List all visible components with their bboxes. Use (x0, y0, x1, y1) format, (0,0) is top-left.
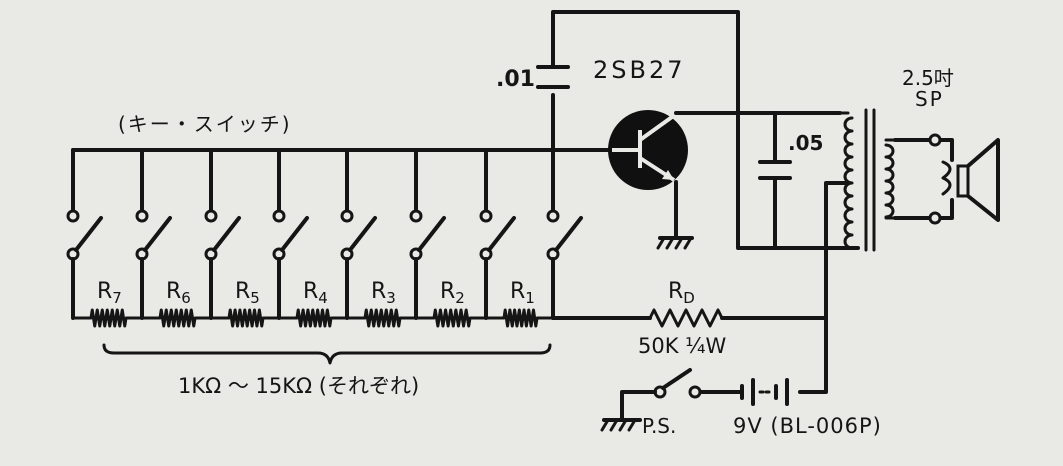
power-switch-label: P.S. (642, 414, 676, 438)
resistor-r4: R4 (277, 279, 349, 328)
feedback-wire (551, 10, 740, 152)
key-switch-2 (135, 148, 172, 320)
range-brace (102, 343, 552, 365)
transistor-2sb27 (608, 110, 688, 190)
resistor-r3: R3 (345, 279, 418, 328)
ground-symbol-power (600, 418, 642, 432)
key-switch-row (66, 148, 583, 320)
resistor-chain: R7 R6 R5 R4 R3 R2 R1 (71, 279, 555, 328)
battery-symbol (740, 378, 789, 406)
resistor-label: R1 (510, 279, 535, 307)
rd-label: RD (668, 279, 695, 307)
key-switch-7 (479, 148, 516, 320)
battery-label: 9V (BL-006P) (733, 414, 882, 438)
key-switch-8 (546, 148, 583, 320)
cap-01-label: .01 (496, 67, 535, 92)
speaker-size-label: 2.5吋 (902, 66, 954, 90)
transistor-label: 2SB27 (593, 56, 686, 84)
resistor-r6: R6 (140, 279, 213, 328)
battery-wire-right (798, 314, 828, 394)
terminal-bottom (928, 211, 942, 225)
key-switch-1 (66, 209, 103, 320)
resistor-range-label: 1KΩ ～ 15KΩ (それぞれ) (178, 374, 419, 398)
speaker-label: SP (915, 87, 944, 111)
resistor-label: R2 (440, 279, 465, 307)
key-switch-3 (204, 148, 241, 320)
rd-value-label: 50K ¼W (638, 334, 727, 358)
key-switch-5 (340, 148, 377, 320)
resistor-label: R4 (303, 279, 328, 307)
resistor-r2: R2 (414, 279, 488, 328)
terminal-top (928, 133, 942, 147)
resistor-label: R7 (97, 279, 122, 307)
primary-tap-wire (824, 181, 850, 318)
primary-coil (838, 111, 860, 250)
resistor-r7: R7 (71, 279, 144, 328)
speaker-icon (956, 138, 1000, 222)
capacitor-05 (758, 111, 792, 250)
ground-symbol-emitter (656, 236, 694, 250)
speaker-wire-bottom (893, 198, 954, 220)
resistor-r1: R1 (484, 279, 555, 328)
secondary-coil (884, 138, 897, 220)
key-switch-4 (272, 148, 309, 320)
key-switch-6 (409, 148, 446, 320)
resistor-r5: R5 (209, 279, 281, 328)
capacitor-01 (536, 65, 570, 89)
primary-return-wire (736, 111, 860, 250)
ground-wire (620, 390, 657, 422)
resistor-label: R5 (235, 279, 260, 307)
resistor-label: R3 (371, 279, 396, 307)
power-switch (653, 368, 702, 399)
speaker-coil (941, 160, 952, 196)
speaker-wire-top (893, 138, 954, 162)
output-transformer (838, 108, 897, 252)
resistor-label: R6 (166, 279, 191, 307)
cap-05-label: .05 (788, 131, 823, 155)
key-switch-label: (キー・スイッチ) (118, 112, 292, 136)
resistor-rd (648, 308, 724, 328)
